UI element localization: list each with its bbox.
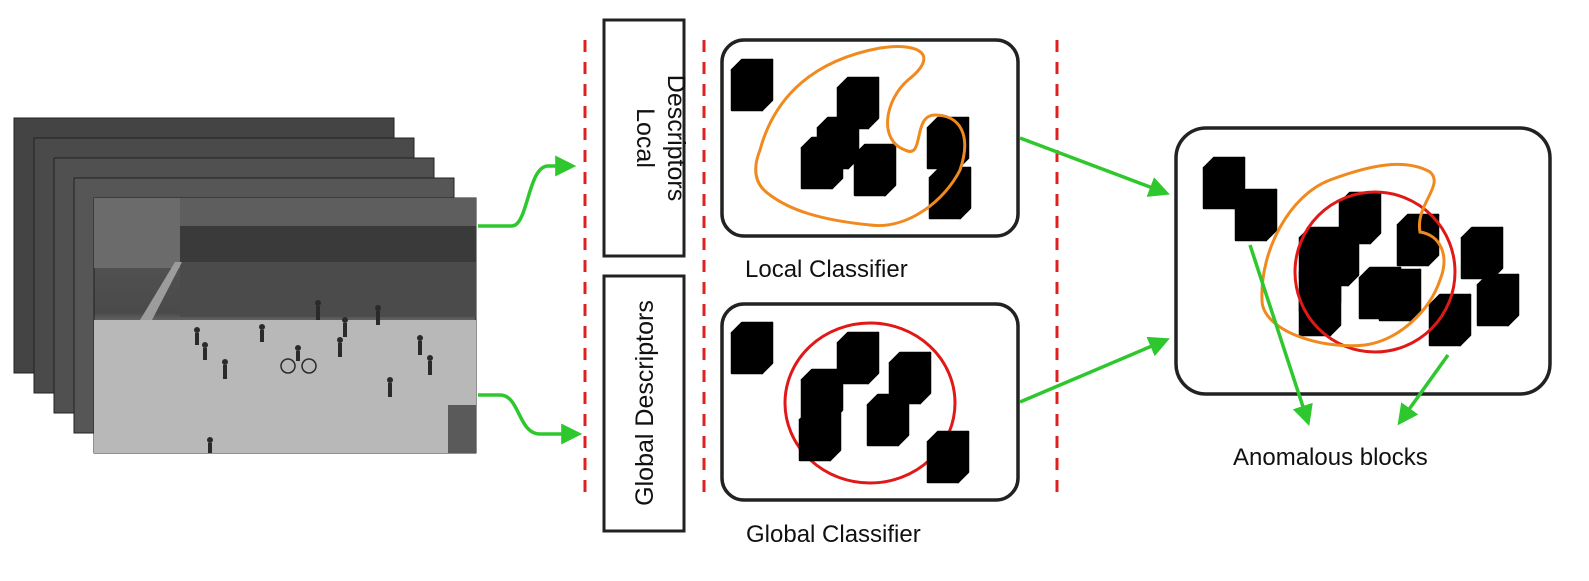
local-decision-boundary — [754, 45, 967, 228]
arrow-local-to-result — [1019, 136, 1170, 197]
global-classifier-panel — [720, 302, 1020, 502]
video-frame-stack — [13, 117, 477, 454]
global-decision-boundary — [783, 321, 957, 485]
local-descriptors-label-line1: Local — [631, 108, 659, 168]
anomalous-blocks-label: Anomalous blocks — [1233, 444, 1428, 471]
local-descriptors-label-line2: Descriptors — [662, 75, 690, 201]
arrow-global-to-result — [1019, 336, 1170, 404]
result-red-boundary — [1293, 190, 1457, 354]
local-descriptors-box: Local Descriptors — [602, 18, 690, 258]
local-classifier-label: Local Classifier — [745, 256, 908, 283]
surveillance-frame — [93, 197, 477, 454]
result-orange-boundary — [1260, 162, 1446, 348]
global-descriptors-label: Global Descriptors — [631, 300, 659, 506]
arrow-frames-to-global — [478, 393, 583, 445]
global-classifier-label: Global Classifier — [746, 521, 921, 548]
arrow-anomalous-right — [1397, 353, 1450, 426]
combined-result-panel — [1174, 126, 1552, 396]
arrow-frames-to-local — [478, 155, 577, 228]
local-classifier-panel — [720, 38, 1020, 238]
global-descriptors-box: Global Descriptors — [602, 274, 686, 533]
arrow-anomalous-left — [1248, 244, 1313, 426]
